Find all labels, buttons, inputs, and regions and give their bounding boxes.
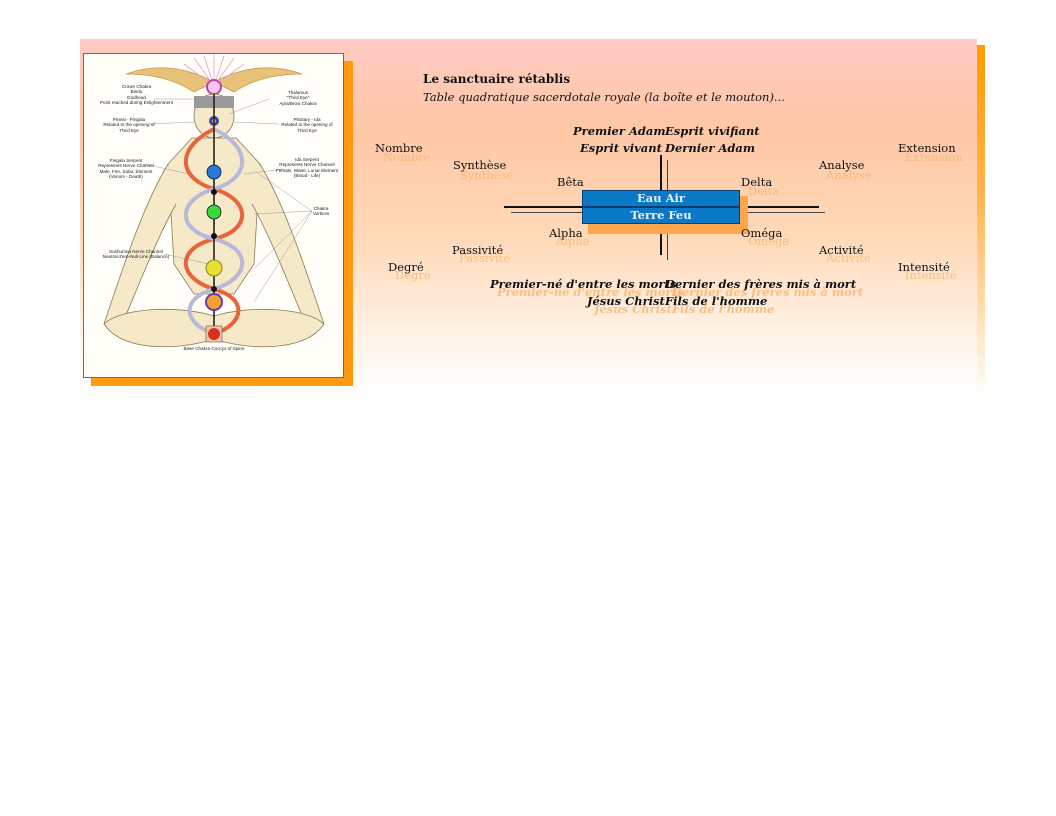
box-eau-air: Eau Air: [582, 190, 740, 207]
label-premier-adam: Premier Adam: [573, 124, 666, 138]
label-jesus-christ: Jésus Christ: [587, 294, 665, 308]
label-esprit-vivifiant: Esprit vivifiant: [665, 124, 760, 138]
ghost-synthese: Synthèse: [460, 168, 514, 182]
label-sushumna: Sushumna Nerve Channel Neutral-Zero-Null…: [102, 249, 170, 260]
label-analyse: Analyse: [819, 158, 865, 172]
label-pineal: Pineal - Pingala Related to the opening …: [103, 117, 155, 133]
label-nombre: Nombre: [375, 141, 423, 155]
label-beta: Bêta: [557, 175, 584, 189]
label-degre: Degré: [388, 260, 424, 274]
ghost-analyse: Analyse: [826, 168, 872, 182]
ghost-alpha: Alpha: [556, 234, 590, 248]
ghost-intensite: Intensité: [905, 268, 957, 282]
ghost-omega: Oméga: [748, 234, 790, 248]
label-delta: Delta: [741, 175, 773, 189]
label-dernier-des-freres: Dernier des frères mis à mort: [665, 277, 857, 291]
label-ida-serpent: Ida Serpent Represents Nerve Channel Fem…: [275, 157, 339, 179]
ghost-bottom-left-2: Jésus Christ: [594, 302, 672, 316]
label-base-chakra: Base Chakra Coccyx of Spine: [183, 346, 245, 351]
ghost-passivite: Passivité: [459, 251, 511, 265]
ghost-extension: Extension: [905, 150, 963, 164]
label-esprit-vivant: Esprit vivant: [580, 141, 662, 155]
label-chakra-vortices: Chakra Vortices: [312, 206, 330, 217]
label-activite: Activité: [819, 243, 864, 257]
page-title: Le sanctuaire rétablis: [423, 72, 571, 86]
label-fils-de-l-homme: Fils de l'homme: [665, 294, 768, 308]
chakra-illustration: Crown Chakra Bindu Godhead Point reached…: [83, 53, 344, 378]
label-intensite: Intensité: [898, 260, 950, 274]
label-pingala-serpent: Pingala Serpent Represents Nerve Channel…: [98, 158, 154, 180]
label-thalamus: Thalamus "Third Eye" Ajna/Brow Chakra: [279, 90, 317, 106]
label-premier-ne: Premier-né d'entre les morts: [490, 277, 677, 291]
page-subtitle: Table quadratique sacerdotale royale (la…: [423, 90, 785, 104]
ghost-degre: Degré: [395, 268, 431, 282]
label-crown-chakra: Crown Chakra Bindu Godhead Point reached…: [99, 84, 174, 106]
ghost-bottom-right-1: Dernier des frères mis à mort: [672, 285, 864, 299]
ghost-delta: Delta: [748, 184, 780, 198]
label-extension: Extension: [898, 141, 956, 155]
label-passivite: Passivité: [452, 243, 504, 257]
ghost-bottom-left-1: Premier-né d'entre les morts: [497, 285, 684, 299]
label-pituitary: Pituitary - Ida Related to the opening o…: [281, 117, 333, 133]
ghost-nombre: Nombre: [383, 150, 431, 164]
label-dernier-adam: Dernier Adam: [665, 141, 756, 155]
label-synthese: Synthèse: [453, 158, 507, 172]
ghost-bottom-right-2: Fils de l'homme: [672, 302, 775, 316]
label-alpha: Alpha: [549, 226, 583, 240]
chakra-figure-drawing: [103, 54, 325, 348]
ghost-activite: Activité: [826, 251, 871, 265]
label-omega: Oméga: [741, 226, 783, 240]
box-terre-feu: Terre Feu: [582, 207, 740, 224]
